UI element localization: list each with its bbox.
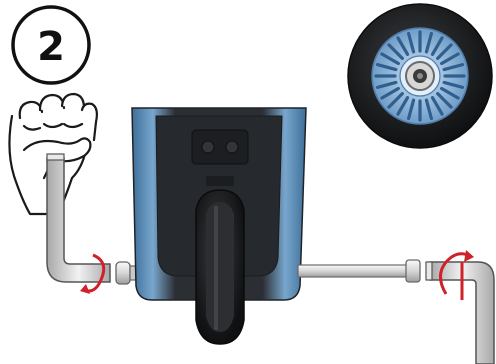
step-badge: 2	[13, 7, 89, 83]
hex-key-right-icon	[426, 250, 494, 364]
hex-key-left-icon	[47, 154, 110, 294]
axle-bolt-icon	[298, 260, 420, 282]
rear-wheel-icon	[196, 190, 244, 344]
brake-bracket	[192, 130, 248, 164]
wheel-inset-icon	[348, 4, 492, 148]
step-number: 2	[37, 24, 65, 70]
